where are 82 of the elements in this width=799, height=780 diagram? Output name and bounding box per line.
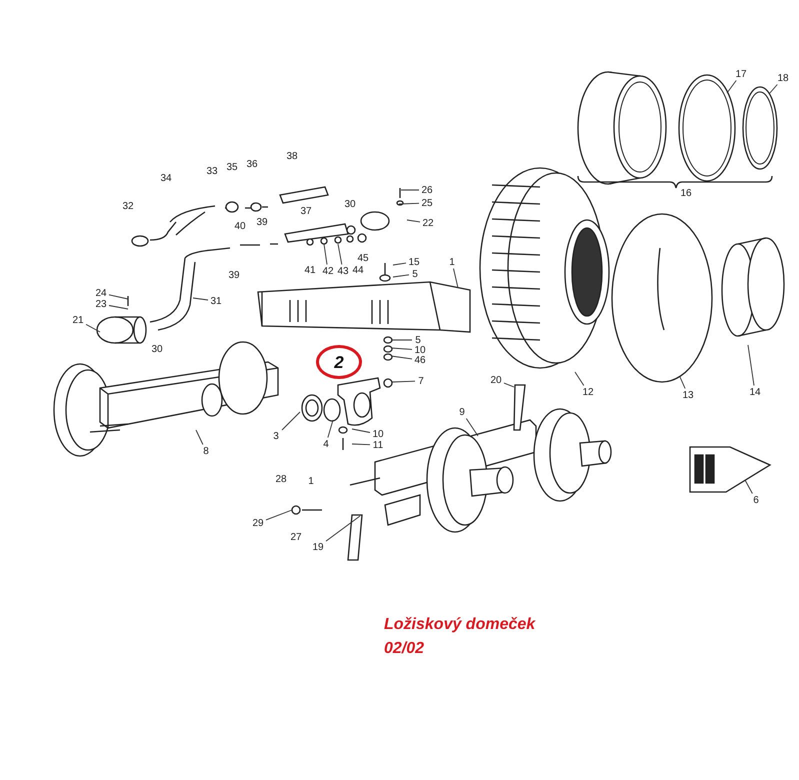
page-number: 02/02 (384, 640, 424, 658)
leader-line (352, 428, 370, 433)
callout-number: 13 (681, 390, 695, 400)
leader-line (453, 268, 458, 288)
callout-number: 34 (159, 173, 173, 184)
leader-line (392, 380, 416, 382)
callout-number: 12 (581, 386, 595, 398)
leader-line (192, 298, 208, 300)
callout-number: 35 (225, 162, 239, 173)
leader-line (680, 376, 686, 389)
leader-line (108, 294, 128, 300)
leader-line (392, 262, 406, 266)
callout-number: 1 (447, 256, 457, 268)
callout-number: 28 (274, 474, 288, 485)
callout-number: 23 (94, 298, 108, 310)
callout-number: 14 (748, 386, 762, 398)
callout-number: 5 (413, 334, 423, 346)
callout-number: 11 (371, 440, 385, 450)
callout-number: 29 (251, 518, 265, 528)
callout-number: 36 (245, 159, 259, 170)
callout-number: 41 (303, 265, 317, 276)
circled-callout-number: 2 (316, 345, 362, 379)
leader-line (326, 516, 360, 542)
callout-number: 1 (307, 476, 315, 487)
leader-line (390, 356, 412, 360)
leader-line (466, 418, 478, 436)
callout-number: 38 (285, 151, 299, 162)
callout-number: 43 (336, 266, 350, 276)
leader-line (390, 348, 412, 350)
callout-number: 5 (410, 268, 420, 280)
callout-number: 3 (271, 430, 281, 442)
leader-line (748, 344, 754, 386)
callout-number: 15 (407, 256, 421, 268)
callout-number: 46 (413, 354, 427, 366)
callout-number: 26 (420, 184, 434, 196)
callout-number: 20 (489, 374, 503, 386)
callout-number: 21 (71, 314, 85, 326)
callout-number: 33 (205, 166, 219, 177)
callout-number: 25 (420, 198, 434, 208)
callout-number: 17 (734, 68, 748, 80)
leader-line (352, 444, 370, 446)
callout-number: 24 (94, 288, 108, 298)
callout-number: 39 (255, 217, 269, 228)
callout-number: 22 (421, 218, 435, 228)
leader-line (196, 430, 204, 445)
callout-number: 44 (351, 265, 365, 276)
leader-line (324, 244, 328, 265)
callout-number: 4 (321, 438, 331, 450)
callout-number: 40 (233, 221, 247, 232)
callout-number: 27 (289, 532, 303, 543)
callout-number: 42 (321, 266, 335, 276)
leader-line (392, 274, 410, 278)
callout-number: 30 (150, 344, 164, 355)
leader-line (338, 244, 342, 265)
leader-line (398, 202, 420, 204)
callout-number: 8 (201, 446, 211, 456)
callout-number: 31 (209, 296, 223, 306)
leader-line (504, 382, 514, 388)
callout-number: 37 (299, 206, 313, 217)
leader-line (108, 305, 128, 310)
leader-line (282, 412, 300, 430)
leader-line (574, 372, 584, 386)
title: Ložiskový domeček (384, 616, 536, 634)
leader-line (726, 80, 737, 94)
callout-number: 10 (371, 428, 385, 440)
callout-number: 18 (776, 72, 790, 84)
leader-line (744, 480, 753, 494)
leader-line (266, 510, 292, 520)
callout-number: 19 (311, 542, 325, 552)
leader-line (327, 420, 334, 438)
callout-number: 39 (227, 270, 241, 281)
leader-line (86, 324, 100, 332)
leader-line (768, 84, 778, 94)
callout-number: 6 (751, 494, 761, 506)
callout-number: 9 (457, 406, 467, 418)
callout-number: 10 (413, 344, 427, 356)
callout-number: 30 (343, 199, 357, 210)
callout-number: 7 (416, 376, 426, 386)
callout-number: 45 (356, 253, 370, 264)
callout-number: 16 (679, 188, 693, 199)
leader-line (406, 220, 420, 222)
callout-number: 32 (121, 201, 135, 212)
